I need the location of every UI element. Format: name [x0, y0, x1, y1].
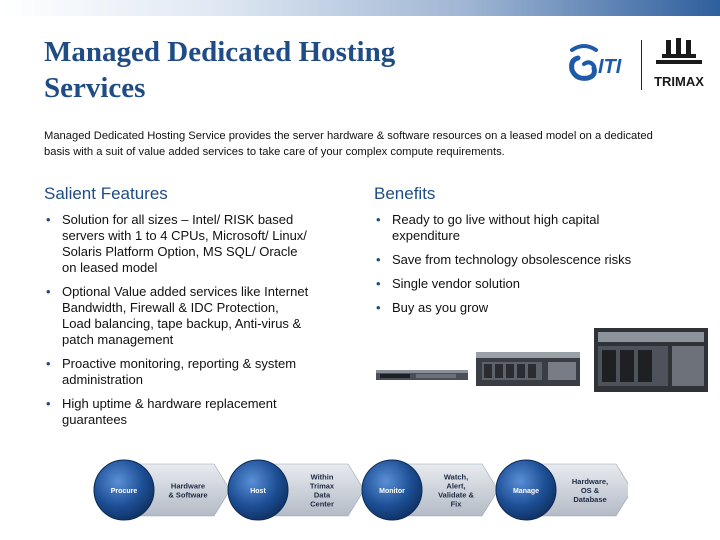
bullet-icon: •	[46, 396, 51, 411]
flow-arrow-label: Within	[311, 473, 334, 482]
features-item-line: servers with 1 to 4 CPUs, Microsoft/ Lin…	[62, 228, 307, 243]
iti-logo-text: ITI	[598, 56, 622, 78]
flow-arrow-label: Center	[310, 500, 334, 509]
flow-arrow-label: Alert,	[446, 482, 465, 491]
slide-title: Managed Dedicated Hosting Services	[44, 34, 524, 106]
features-heading: Salient Features	[44, 184, 168, 203]
features-item-line: on leased model	[62, 260, 158, 275]
benefits-item-line: Save from technology obsolescence risks	[392, 252, 632, 267]
flow-arrow-label: OS &	[581, 486, 600, 495]
rack-server-2u	[476, 352, 580, 386]
flow-arrow-label: Trimax	[310, 482, 335, 491]
flow-step: Procure Hardware& Software	[93, 459, 231, 521]
flow-arrow-label: Fix	[451, 500, 463, 509]
rack-server-1u	[376, 370, 468, 380]
iti-logo: ITI	[569, 44, 622, 81]
features-item-line: guarantees	[62, 412, 128, 427]
flow-step: Monitor Watch,Alert,Validate &Fix	[361, 459, 499, 521]
features-item: • Solution for all sizes – Intel/ RISK ba…	[44, 212, 362, 276]
bullet-icon: •	[376, 252, 381, 267]
bullet-icon: •	[376, 276, 381, 291]
logo-separator	[641, 40, 642, 90]
features-list: • Solution for all sizes – Intel/ RISK ba…	[44, 212, 362, 436]
features-item: • Proactive monitoring, reporting & syste…	[44, 356, 362, 388]
trimax-logo-text: TRIMAX	[654, 74, 704, 89]
features-item-line: Bandwidth, Firewall & IDC Protection,	[62, 300, 279, 315]
title-line-2: Services	[44, 72, 146, 104]
features-item: • Optional Value added services like Inte…	[44, 284, 362, 348]
flow-circle	[93, 459, 155, 521]
flow-circle-label: Procure	[111, 488, 138, 495]
flow-circle	[227, 459, 289, 521]
flow-step: Manage Hardware,OS &Database	[495, 459, 628, 521]
benefits-heading: Benefits	[374, 184, 436, 203]
flow-circle-label: Monitor	[379, 488, 405, 495]
features-item-line: Solaris Platform Option, MS SQL/ Oracle	[62, 244, 298, 259]
flow-arrow-label: Hardware,	[572, 477, 608, 486]
bullet-icon: •	[376, 300, 381, 315]
flow-circle-label: Manage	[513, 488, 539, 495]
flow-circle-label: Host	[250, 488, 266, 495]
top-gradient-bar	[0, 0, 720, 16]
bullet-icon: •	[376, 212, 381, 227]
bullet-icon: •	[46, 212, 51, 227]
benefits-item: • Single vendor solution	[374, 276, 694, 292]
features-item-line: Load balancing, tape backup, Anti-virus …	[62, 316, 302, 331]
flow-arrow-label: Watch,	[444, 473, 468, 482]
benefits-item-line: Buy as you grow	[392, 300, 489, 315]
service-flow-diagram: Procure Hardware& Software Host WithinTrima…	[93, 459, 628, 521]
benefits-item-line: expenditure	[392, 228, 460, 243]
trimax-logo: TRIMAX	[654, 38, 704, 89]
flow-arrow-label: Database	[573, 495, 606, 504]
features-item-line: High uptime & hardware replacement	[62, 396, 277, 411]
server-hardware-image	[376, 328, 708, 392]
benefits-item-line: Ready to go live without high capital	[392, 212, 600, 227]
flow-arrow-label: & Software	[168, 491, 207, 500]
bullet-icon: •	[46, 284, 51, 299]
flow-circle	[495, 459, 557, 521]
features-item-line: Proactive monitoring, reporting & system	[62, 356, 297, 371]
features-item-line: Solution for all sizes – Intel/ RISK bas…	[62, 212, 294, 227]
features-item-line: Optional Value added services like Inter…	[62, 284, 309, 299]
features-item-line: administration	[62, 372, 143, 387]
tower-server	[594, 328, 708, 392]
title-line-1: Managed Dedicated Hosting	[44, 36, 396, 68]
features-item-line: patch management	[62, 332, 174, 347]
intro-paragraph: Managed Dedicated Hosting Service provid…	[44, 130, 653, 158]
flow-arrow-label: Hardware	[171, 482, 205, 491]
benefits-item: • Buy as you grow	[374, 300, 694, 316]
bullet-icon: •	[46, 356, 51, 371]
flow-arrow-label: Data	[314, 491, 331, 500]
flow-arrow-label: Validate &	[438, 491, 474, 500]
flow-circle	[361, 459, 423, 521]
benefits-item-line: Single vendor solution	[392, 276, 520, 291]
benefits-item: • Save from technology obsolescence risks	[374, 252, 694, 268]
